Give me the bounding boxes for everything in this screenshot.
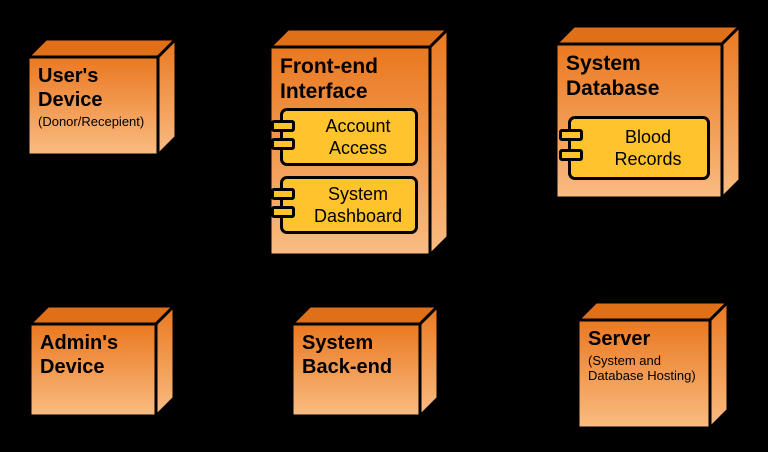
component-icon xyxy=(271,206,295,219)
node-3d-shell xyxy=(26,37,178,157)
node-title: System Database xyxy=(566,52,660,101)
node-system-back-end: System Back-end xyxy=(290,304,440,418)
node-front-face xyxy=(26,55,160,157)
node-side-face xyxy=(418,304,440,418)
node-front-face xyxy=(290,322,422,418)
node-top-face xyxy=(26,37,178,59)
component-icon xyxy=(559,149,583,162)
node-3d-shell xyxy=(576,300,730,430)
component-account-access: Account Access xyxy=(271,108,418,166)
node-system-database: System Database Blood Records xyxy=(554,24,742,200)
node-front-face xyxy=(28,322,158,418)
node-subtitle: (System and Database Hosting) xyxy=(588,353,696,383)
node-server: Server (System and Database Hosting) xyxy=(576,300,730,430)
node-title: Server xyxy=(588,328,651,350)
component-icon xyxy=(271,138,295,151)
node-top-face xyxy=(576,300,730,322)
component-icon xyxy=(559,129,583,142)
node-title: User's Device xyxy=(38,65,103,111)
component-icon xyxy=(271,188,295,201)
node-side-face xyxy=(720,24,742,200)
component-icon xyxy=(271,120,295,133)
node-title: System Back-end xyxy=(302,332,393,378)
node-top-face xyxy=(268,27,450,49)
node-front-end-interface: Front-end Interface Account Access Syste… xyxy=(268,27,450,257)
node-side-face xyxy=(708,300,730,430)
node-side-face xyxy=(428,27,450,257)
component-label: System Dashboard xyxy=(313,183,403,227)
component-blood-records: Blood Records xyxy=(559,116,710,180)
component-system-dashboard: System Dashboard xyxy=(271,176,418,234)
node-3d-shell xyxy=(290,304,440,418)
component-label: Account Access xyxy=(325,115,391,159)
node-front-face xyxy=(576,318,712,430)
node-title: Admin's Device xyxy=(40,332,119,378)
node-top-face xyxy=(554,24,742,46)
component-label: Blood Records xyxy=(614,126,682,170)
node-top-face xyxy=(290,304,440,326)
node-side-face xyxy=(156,37,178,157)
node-users-device: User's Device (Donor/Recepient) xyxy=(26,37,178,157)
node-title: Front-end Interface xyxy=(280,55,378,104)
node-3d-shell xyxy=(28,304,176,418)
node-admins-device: Admin's Device xyxy=(28,304,176,418)
node-side-face xyxy=(154,304,176,418)
node-top-face xyxy=(28,304,176,326)
node-subtitle: (Donor/Recepient) xyxy=(38,114,145,129)
